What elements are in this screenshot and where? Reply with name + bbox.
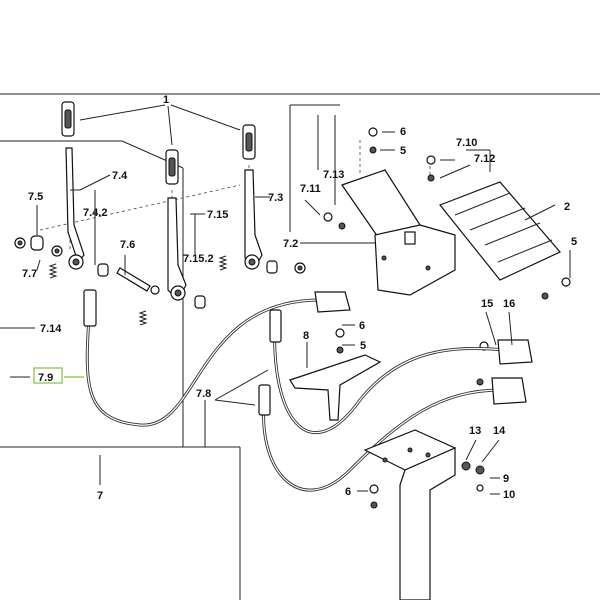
callout-labels: 2 6 5 5 5 6 7 7.2 7.3 7.4 7.4.2 7.5 7.6 … bbox=[22, 126, 577, 502]
pedal-plate-2 bbox=[439, 181, 561, 281]
lever-7-15 bbox=[167, 197, 187, 301]
label-14: 14 bbox=[493, 425, 506, 437]
label-7-13: 7.13 bbox=[323, 169, 344, 181]
label-7-10: 7.10 bbox=[456, 137, 477, 149]
label-8: 8 bbox=[303, 330, 309, 342]
lever-7-4 bbox=[65, 147, 85, 270]
highlight-box-7-9 bbox=[33, 367, 63, 384]
label-7-15: 7.15 bbox=[207, 209, 228, 221]
bracket-7-2 bbox=[341, 169, 456, 296]
label-7-2: 7.2 bbox=[283, 238, 298, 250]
label-7: 7 bbox=[97, 490, 103, 502]
label-7-3: 7.3 bbox=[268, 192, 283, 204]
label-7-4-2: 7.4.2 bbox=[83, 207, 107, 219]
label-6a: 6 bbox=[400, 126, 406, 138]
label-5c: 5 bbox=[360, 340, 366, 352]
label-7-15-2: 7.15.2 bbox=[183, 253, 214, 265]
label-5b: 5 bbox=[571, 236, 577, 248]
lever-knob-right bbox=[242, 124, 256, 160]
leader-lines bbox=[0, 115, 571, 495]
callout-1: 1 bbox=[79, 94, 241, 146]
label-9: 9 bbox=[503, 473, 509, 485]
group-frame-lines bbox=[0, 93, 600, 600]
label-1: 1 bbox=[163, 94, 169, 106]
label-6c: 6 bbox=[345, 486, 351, 498]
label-7-6: 7.6 bbox=[120, 239, 135, 251]
label-6b: 6 bbox=[359, 320, 365, 332]
bracket-8 bbox=[289, 354, 382, 421]
label-2: 2 bbox=[564, 201, 570, 213]
label-7-4: 7.4 bbox=[112, 170, 128, 182]
label-10: 10 bbox=[503, 489, 515, 501]
label-7-11: 7.11 bbox=[300, 183, 321, 195]
label-13: 13 bbox=[469, 425, 481, 437]
label-7-12: 7.12 bbox=[474, 153, 495, 165]
label-7-8: 7.8 bbox=[196, 388, 211, 400]
label-7-7: 7.7 bbox=[22, 268, 37, 280]
cables bbox=[83, 289, 533, 492]
lower-bracket bbox=[363, 429, 457, 600]
label-16: 16 bbox=[503, 298, 515, 310]
label-7-14: 7.14 bbox=[40, 323, 62, 335]
lever-knob-left bbox=[61, 101, 75, 137]
label-15: 15 bbox=[481, 298, 493, 310]
label-7-9: 7.9 bbox=[38, 372, 53, 384]
label-5a: 5 bbox=[400, 145, 406, 157]
label-7-5: 7.5 bbox=[28, 191, 43, 203]
lever-knob-middle bbox=[165, 149, 179, 185]
lever-7-3 bbox=[244, 169, 263, 270]
